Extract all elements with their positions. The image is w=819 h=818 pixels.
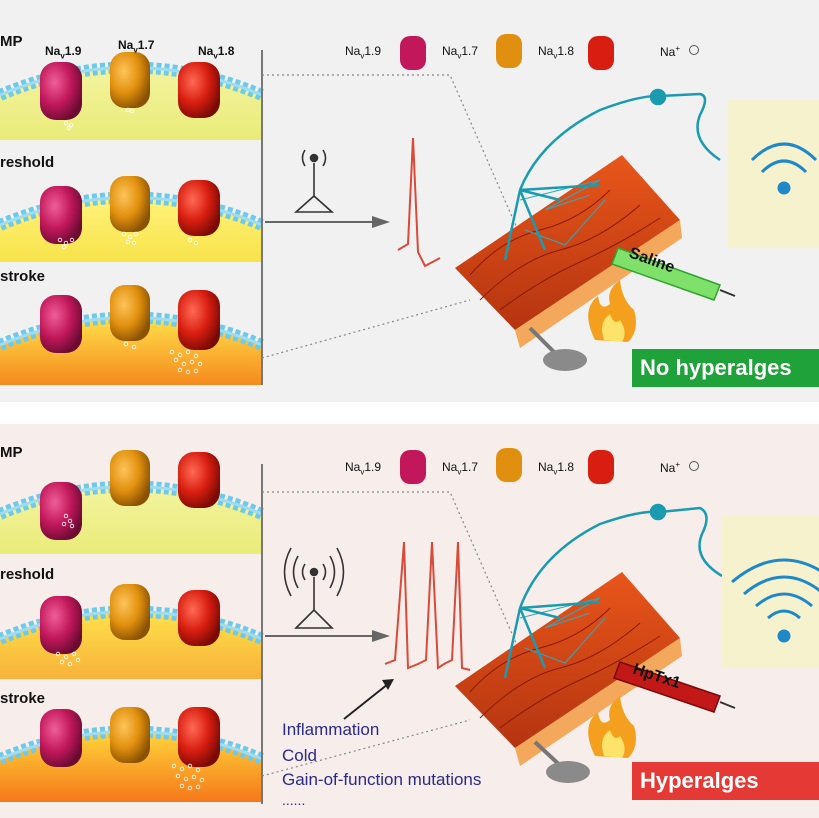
nav19-channel xyxy=(40,186,82,244)
condition-item: Gain-of-function mutations xyxy=(282,770,482,789)
projection-line xyxy=(261,719,471,777)
nav18-channel xyxy=(178,180,220,236)
outcome-badge: Hyperalges xyxy=(632,762,819,800)
state-label-threshold: reshold xyxy=(0,154,55,171)
neuron-icon xyxy=(503,503,723,679)
legend-nav18: Nav1.8 xyxy=(538,44,575,61)
state-label-upstroke: stroke xyxy=(0,690,46,707)
legend-nav19: Nav1.9 xyxy=(345,44,382,61)
nav19-channel xyxy=(40,709,82,767)
probe-stand xyxy=(528,326,587,371)
arrow xyxy=(265,216,390,228)
legend-nav19: Nav1.9 xyxy=(345,460,382,477)
antenna-icon xyxy=(283,547,345,629)
outcome-badge: No hyperalges xyxy=(632,349,819,387)
nav18-channel xyxy=(178,62,220,118)
legend-swatch-nav17 xyxy=(496,34,522,68)
nav18-channel xyxy=(178,290,220,350)
panel-saline-graphics xyxy=(0,50,819,385)
condition-item: Cold xyxy=(282,746,317,765)
panel-hptx1: MP reshold stroke Nav1.9 Nav1.7 Nav1.8 N… xyxy=(0,424,819,818)
sodium-ions xyxy=(57,107,203,375)
legend-nav17: Nav1.7 xyxy=(442,44,479,61)
syringe-icon[interactable] xyxy=(613,661,736,713)
skin-tissue-icon xyxy=(455,155,682,348)
legend-ion-marker xyxy=(689,461,699,471)
legend-nav17: Nav1.7 xyxy=(442,460,479,477)
state-label-rmp: MP xyxy=(0,444,23,461)
nav17-channel xyxy=(110,450,150,506)
arrow xyxy=(265,630,390,642)
projection-line xyxy=(262,74,521,236)
legend-swatch-nav18 xyxy=(588,450,614,484)
wifi-icon xyxy=(750,142,818,195)
flame-icon xyxy=(588,696,636,758)
sodium-ions xyxy=(55,513,205,791)
channel-label-nav18: Nav1.8 xyxy=(198,44,235,61)
legend-swatch-nav17 xyxy=(496,448,522,482)
neuron-icon xyxy=(503,88,721,261)
nav19-channel xyxy=(40,482,82,540)
nav18-channel xyxy=(178,452,220,508)
signal-box xyxy=(728,100,819,248)
nav19-channel xyxy=(40,295,82,353)
legend-na-ion: Na+ xyxy=(660,460,681,475)
nav19-channel xyxy=(40,62,82,120)
nav17-channel xyxy=(110,285,150,341)
probe-stand xyxy=(533,740,590,783)
antenna-icon xyxy=(293,149,335,213)
state-label-threshold: reshold xyxy=(0,566,55,583)
legend-nav18: Nav1.8 xyxy=(538,460,575,477)
legend-ion-marker xyxy=(689,45,699,55)
legend-na-ion: Na+ xyxy=(660,44,681,59)
signal-box xyxy=(722,516,819,668)
condition-item: Inflammation xyxy=(282,720,380,739)
panel-hptx1-graphics xyxy=(0,450,819,804)
nav17-channel xyxy=(110,584,150,640)
legend-swatch-nav19 xyxy=(400,450,426,484)
nav17-channel xyxy=(110,52,150,108)
legend-swatch-nav19 xyxy=(400,36,426,70)
projection-line xyxy=(261,299,471,359)
syringe-icon[interactable] xyxy=(611,247,736,301)
nav18-channel xyxy=(178,707,220,767)
nav18-channel xyxy=(178,590,220,646)
state-label-rmp: MP xyxy=(0,33,23,50)
channel-label-nav17: Nav1.7 xyxy=(118,38,155,55)
legend-swatch-nav18 xyxy=(588,36,614,70)
state-label-upstroke: stroke xyxy=(0,268,46,285)
condition-arrow xyxy=(343,679,394,720)
wifi-icon xyxy=(731,558,819,643)
action-potential-trace xyxy=(397,137,441,268)
channel-label-nav19: Nav1.9 xyxy=(45,44,82,61)
panel-saline: MP reshold stroke Nav1.9 Nav1.7 Nav1.8 N… xyxy=(0,0,819,402)
nav19-channel xyxy=(40,596,82,654)
nav17-channel xyxy=(110,707,150,763)
flame-icon xyxy=(588,280,636,342)
nav17-channel xyxy=(110,176,150,232)
action-potential-train xyxy=(384,541,471,671)
condition-item: ...... xyxy=(282,792,306,808)
